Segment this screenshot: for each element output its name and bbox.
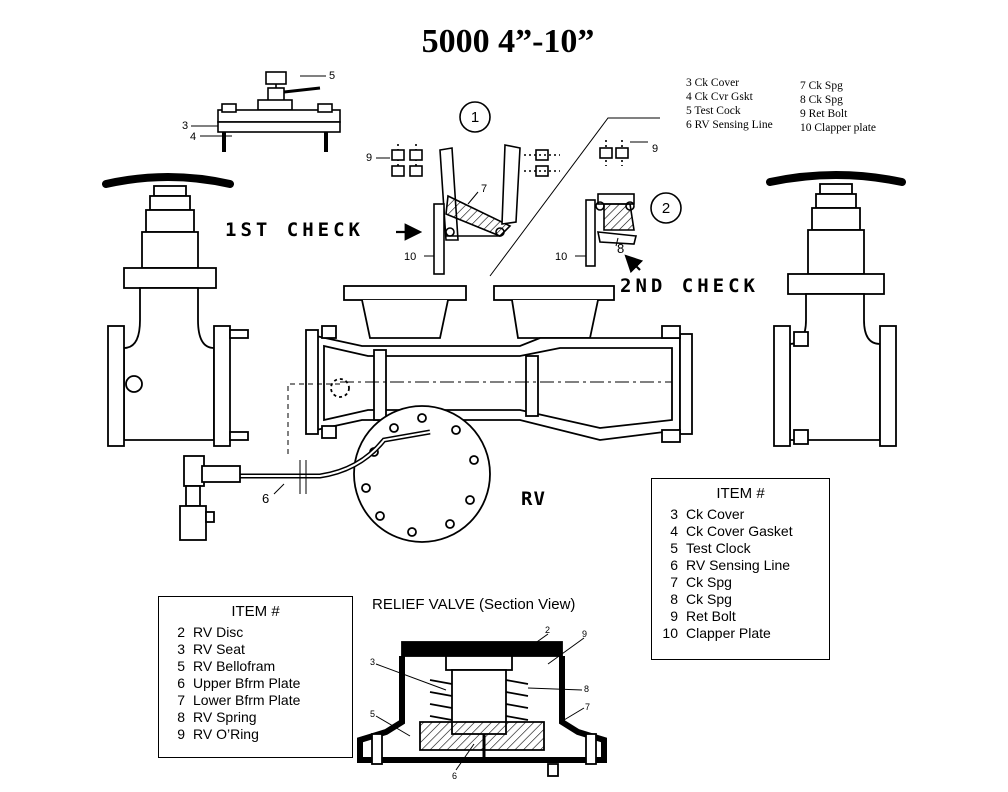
callout-6: 6 bbox=[262, 491, 269, 506]
callout-9b: 9 bbox=[652, 143, 658, 155]
check-2-circle-label: 2 bbox=[662, 200, 670, 217]
callout-4: 4 bbox=[190, 131, 196, 143]
first-check-label: 1ST CHECK bbox=[225, 219, 364, 241]
rv-callout-8: 8 bbox=[584, 684, 589, 694]
leader-line bbox=[489, 117, 660, 277]
sensing-line-assembly bbox=[179, 429, 431, 541]
rv-callout-6: 6 bbox=[452, 771, 457, 781]
top-legend-item: 9 Ret Bolt bbox=[800, 108, 848, 120]
callout-7: 7 bbox=[481, 183, 487, 195]
rv-label: RV bbox=[521, 488, 546, 510]
top-legend-item: 6 RV Sensing Line bbox=[686, 119, 773, 131]
check-1-circle-label: 1 bbox=[471, 109, 479, 126]
callout-10b: 10 bbox=[555, 251, 567, 263]
callout-5: 5 bbox=[329, 70, 335, 82]
check-cover-assembly bbox=[191, 71, 341, 152]
rv-callout-2: 2 bbox=[545, 625, 550, 635]
relief-valve-section bbox=[357, 633, 607, 777]
callout-10a: 10 bbox=[404, 251, 416, 263]
check-legend-title: ITEM # bbox=[716, 485, 765, 502]
top-legend-item: 8 Ck Spg bbox=[800, 94, 843, 106]
rv-legend-title: ITEM # bbox=[231, 603, 280, 620]
top-parts-legend: 3 Ck Cover 4 Ck Cvr Gskt 5 Test Cock 6 R… bbox=[686, 77, 876, 134]
callout-3: 3 bbox=[182, 120, 188, 132]
second-check-arrow bbox=[624, 254, 644, 274]
callout-8: 8 bbox=[617, 241, 624, 256]
check-valve-body bbox=[305, 285, 693, 443]
sensing-line-dashed bbox=[287, 383, 340, 456]
top-legend-item: 7 Ck Spg bbox=[800, 80, 843, 92]
second-check-label: 2ND CHECK bbox=[620, 275, 759, 297]
rv-callout-7: 7 bbox=[585, 702, 590, 712]
rv-callout-3: 3 bbox=[370, 657, 375, 667]
rv-callout-9: 9 bbox=[582, 629, 587, 639]
callout-9a: 9 bbox=[366, 152, 372, 164]
left-gate-valve bbox=[102, 173, 249, 447]
right-gate-valve bbox=[766, 171, 906, 447]
check-2-circle bbox=[650, 192, 682, 224]
top-legend-item: 4 Ck Cvr Gskt bbox=[686, 91, 754, 103]
relief-valve-title: RELIEF VALVE (Section View) bbox=[372, 596, 575, 613]
top-legend-item: 5 Test Cock bbox=[686, 105, 741, 117]
rv-callout-5: 5 bbox=[370, 709, 375, 719]
diagram-title: 5000 4”-10” bbox=[422, 23, 595, 60]
top-legend-item: 3 Ck Cover bbox=[686, 77, 739, 89]
top-legend-item: 10 Clapper plate bbox=[800, 122, 876, 134]
first-check-assembly bbox=[376, 144, 560, 275]
relief-valve-plan bbox=[353, 405, 491, 543]
check-1-circle bbox=[459, 101, 491, 133]
second-check-assembly bbox=[575, 140, 648, 267]
